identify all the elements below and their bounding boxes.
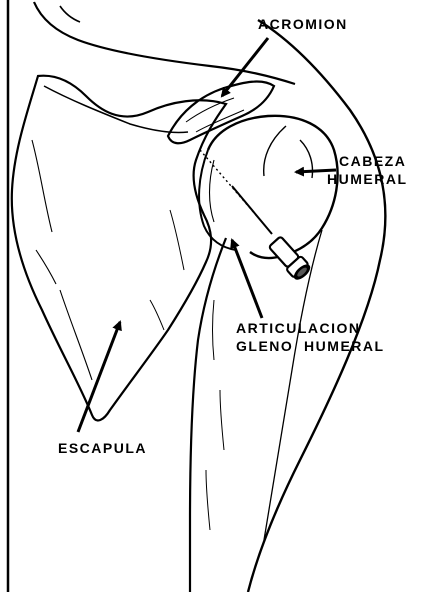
scapula-spine	[44, 86, 188, 133]
label-escapula: ESCAPULA	[58, 440, 147, 457]
scapula-outline	[12, 76, 226, 421]
label-articulacion-line1: ARTICULACION	[236, 320, 361, 337]
label-cabeza-humeral-line1: CABEZA	[339, 153, 406, 170]
arrow-acromion	[222, 38, 268, 96]
deltoid-outline	[248, 20, 385, 592]
label-acromion: ACROMION	[258, 16, 348, 33]
glenoid-rim	[210, 160, 215, 222]
humeral-shaft-texture	[206, 300, 224, 530]
neck-contour	[34, 2, 295, 84]
humeral-head-outline	[208, 116, 338, 258]
needle-shaft	[232, 186, 272, 234]
scapula-texture-1	[32, 140, 92, 380]
label-cabeza-humeral-line2: HUMERAL	[327, 171, 408, 188]
arrow-articulacion	[232, 240, 262, 318]
label-articulacion-line2: GLENO HUMERAL	[236, 338, 385, 355]
neck-contour-inner	[60, 6, 80, 22]
glenoid-contour	[199, 150, 236, 250]
arrow-escapula	[78, 322, 120, 432]
